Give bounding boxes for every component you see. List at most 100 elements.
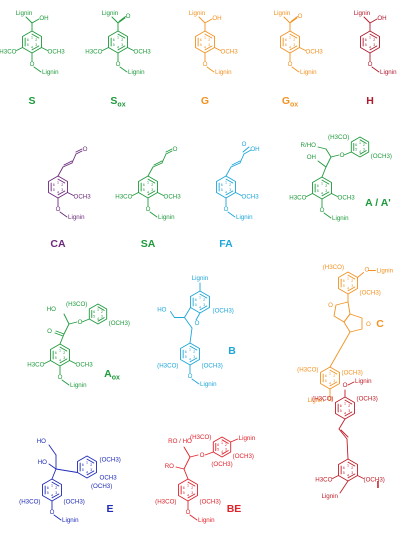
bond — [75, 150, 83, 155]
bond — [204, 45, 213, 51]
position-number: 4 — [359, 150, 361, 154]
structure-label-subscript: ox — [290, 102, 298, 109]
bond — [344, 411, 353, 417]
bond — [147, 190, 156, 196]
atom-label: OCH3 — [100, 475, 118, 482]
bond — [369, 18, 378, 24]
position-number: 6 — [113, 38, 115, 42]
bond — [118, 16, 126, 22]
atom-label: O — [224, 206, 229, 213]
position-number: 6 — [355, 143, 357, 147]
position-number: 4 — [369, 45, 371, 49]
bond — [31, 18, 40, 24]
position-number: 5 — [325, 379, 327, 383]
atom-label: Lignin — [332, 215, 349, 222]
atom-label: Lignin — [300, 69, 317, 76]
position-number: 6 — [217, 443, 219, 447]
position-number: 3 — [225, 448, 227, 452]
bond — [225, 166, 232, 177]
position-number: 5 — [217, 448, 219, 452]
position-number: 5 — [55, 356, 57, 360]
position-number: 5 — [143, 188, 145, 192]
atom-label: OCH3 — [242, 194, 260, 201]
position-number: 2 — [121, 38, 123, 42]
position-number: 1 — [347, 276, 349, 280]
bond — [161, 153, 167, 164]
atom-label: (OCH3) — [342, 370, 363, 377]
position-number: 2 — [90, 463, 92, 467]
position-number: 1 — [369, 35, 371, 39]
position-number: 6 — [365, 38, 367, 42]
position-number: 2 — [363, 143, 365, 147]
atom-label: O — [78, 319, 83, 326]
position-number: 5 — [285, 43, 287, 47]
atom-label: O — [47, 328, 52, 335]
bond — [363, 16, 371, 24]
bond — [183, 468, 189, 480]
atom-label: (H3CO) — [66, 301, 87, 308]
atom-label: Lignin — [68, 214, 85, 221]
position-number: 4 — [97, 317, 99, 321]
atom-label: Lignin — [355, 378, 372, 385]
bond — [289, 17, 298, 24]
bond — [347, 274, 356, 280]
atom-label: OCH3 — [306, 49, 324, 56]
structure-e: 123456OLignin(H3CO)(OCH3)HOHO123456(OCH3… — [19, 438, 121, 524]
structure-label: S — [28, 95, 35, 107]
aromatic-ring — [88, 303, 108, 325]
position-number: 4 — [344, 411, 346, 415]
bond — [170, 311, 175, 318]
position-number: 4 — [289, 45, 291, 49]
atom-label: O — [173, 146, 178, 153]
atom-label: Lignin — [236, 214, 253, 221]
bond — [16, 47, 23, 51]
atom-label: Lignin — [354, 10, 371, 17]
atom-label: OH — [307, 154, 316, 161]
atom-label: HO — [47, 306, 56, 313]
position-number: 2 — [208, 38, 210, 42]
position-number: 3 — [351, 284, 353, 288]
bond — [67, 192, 74, 196]
atom-label: H3CO — [315, 477, 332, 484]
bond — [243, 149, 252, 155]
bond — [189, 357, 198, 363]
bond — [359, 150, 367, 155]
atom-label: (OCH3) — [91, 483, 112, 490]
bond — [325, 148, 332, 158]
position-number: 1 — [31, 35, 33, 39]
structure-label: Sox — [110, 95, 125, 109]
position-number: 6 — [221, 183, 223, 187]
bond — [338, 418, 346, 430]
position-number: 6 — [53, 183, 55, 187]
position-number: 2 — [225, 443, 227, 447]
atom-label: O — [328, 302, 333, 309]
bond — [299, 47, 306, 51]
position-number: 1 — [204, 35, 206, 39]
atom-label: HO — [37, 438, 46, 445]
bond — [149, 211, 158, 218]
structure-label: SA — [141, 238, 156, 250]
position-number: 5 — [343, 471, 345, 475]
bond — [184, 317, 193, 329]
atom-label: O — [83, 146, 88, 153]
atom-label: Lignin — [16, 10, 33, 17]
position-number: 5 — [365, 43, 367, 47]
atom-label: (OCH3) — [360, 290, 381, 297]
bond — [127, 47, 134, 51]
position-number: 1 — [359, 141, 361, 145]
position-number: 6 — [343, 279, 345, 283]
bond — [227, 211, 236, 218]
bond — [346, 438, 349, 460]
position-number: 5 — [47, 491, 49, 495]
bond — [306, 193, 313, 197]
position-number: 3 — [121, 43, 123, 47]
bond — [59, 358, 68, 364]
position-number: 1 — [147, 180, 149, 184]
bond — [369, 45, 378, 51]
atom-label: O — [116, 61, 121, 68]
position-number: 4 — [31, 45, 33, 49]
bond — [69, 360, 76, 364]
